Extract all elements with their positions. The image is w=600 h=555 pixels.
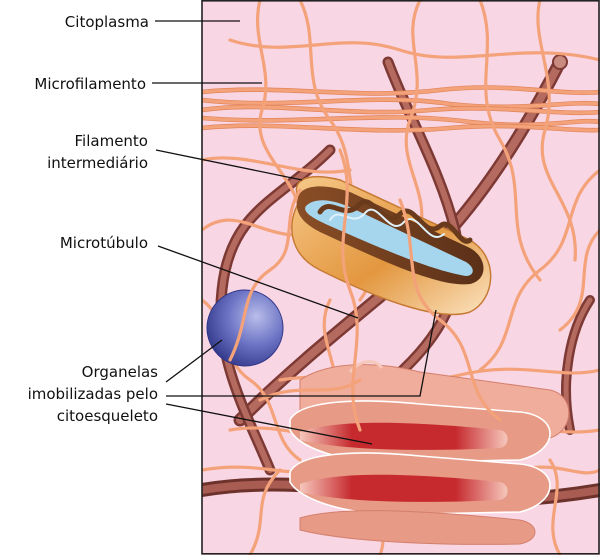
label-intermediate-filament-line2: intermediário (47, 154, 148, 172)
label-microfilament: Microfilamento (34, 75, 146, 93)
label-organelles-line2: imobilizadas pelo (28, 385, 158, 403)
label-organelles-line3: citoesqueleto (57, 407, 158, 425)
leader-lines (152, 20, 437, 445)
label-organelles-line1: Organelas (82, 363, 159, 381)
label-microtubule: Microtúbulo (60, 234, 148, 252)
cell-border (201, 0, 600, 555)
foreground-filaments (228, 148, 502, 432)
label-cytoplasm: Citoplasma (65, 13, 149, 31)
vesicle (206, 289, 284, 367)
label-intermediate-filament-line1: Filamento (75, 132, 148, 150)
